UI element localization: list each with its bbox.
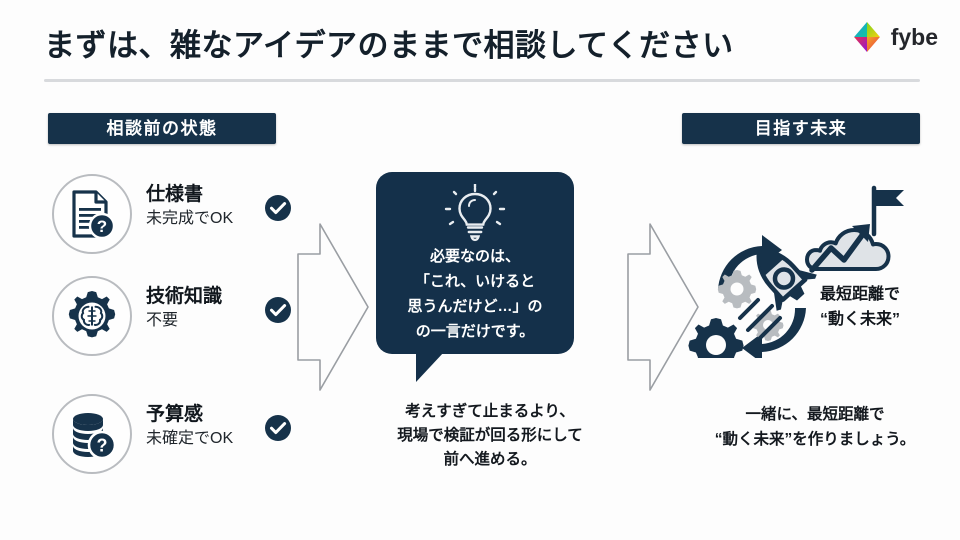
list-item-text: 仕様書 未完成でOK (146, 182, 276, 231)
icon-circle: ? (52, 174, 132, 254)
lightbulb-icon (444, 184, 506, 242)
rocket-cloud-growth-icon (688, 185, 904, 358)
brand-name: fybe (890, 23, 938, 50)
speech-bubble: 必要なのは、 「これ、いけると 思うんだけど…」の の一言だけです。 (376, 172, 574, 354)
title-divider (44, 79, 920, 82)
chevron-arrow-right-icon (627, 223, 699, 391)
list-item-title: 仕様書 (146, 184, 204, 205)
check-circle-icon (265, 297, 291, 323)
list-item: ? 仕様書 未完成でOK (52, 174, 302, 258)
list-item: ? 予算感 未確定でOK (52, 394, 302, 478)
svg-text:?: ? (97, 217, 107, 236)
list-item-title: 予算感 (146, 404, 204, 425)
coins-question-icon: ? (73, 413, 117, 460)
speech-bubble-tail (416, 352, 444, 382)
icon-circle (52, 276, 132, 356)
list-item-subtitle: 不要 (146, 312, 179, 329)
document-question-icon: ? (72, 190, 116, 240)
gear-brain-icon (68, 291, 116, 338)
list-item-text: 技術知識 不要 (146, 284, 276, 333)
right-caption: 一緒に、最短距離で “動く未来”を作りましょう。 (714, 406, 916, 448)
brand-logo: fybe (850, 20, 938, 54)
chevron-arrow-right-icon (297, 223, 369, 391)
list-item-title: 技術知識 (146, 286, 223, 307)
check-circle-icon (265, 195, 291, 221)
speech-bubble-text: 必要なのは、 「これ、いけると 思うんだけど…」の の一言だけです。 (407, 248, 543, 340)
list-item-subtitle: 未確定でOK (146, 430, 234, 447)
section-header-future: 目指す未来 (682, 113, 920, 144)
list-item-text: 予算感 未確定でOK (146, 402, 276, 451)
gem-logo-icon (853, 22, 880, 52)
check-circle-icon (265, 415, 291, 441)
list-item: 技術知識 不要 (52, 276, 302, 360)
right-art-label: 最短距離で “動く未来” (820, 286, 901, 328)
section-header-before: 相談前の状態 (48, 113, 276, 144)
icon-circle: ? (52, 394, 132, 474)
list-item-subtitle: 未完成でOK (146, 210, 234, 227)
center-caption: 考えすぎて止まるより、 現場で検証が回る形にして 前へ進める。 (397, 403, 583, 468)
page-title: まずは、雑なアイデアのままで相談してください (44, 28, 734, 63)
svg-text:?: ? (97, 436, 108, 456)
